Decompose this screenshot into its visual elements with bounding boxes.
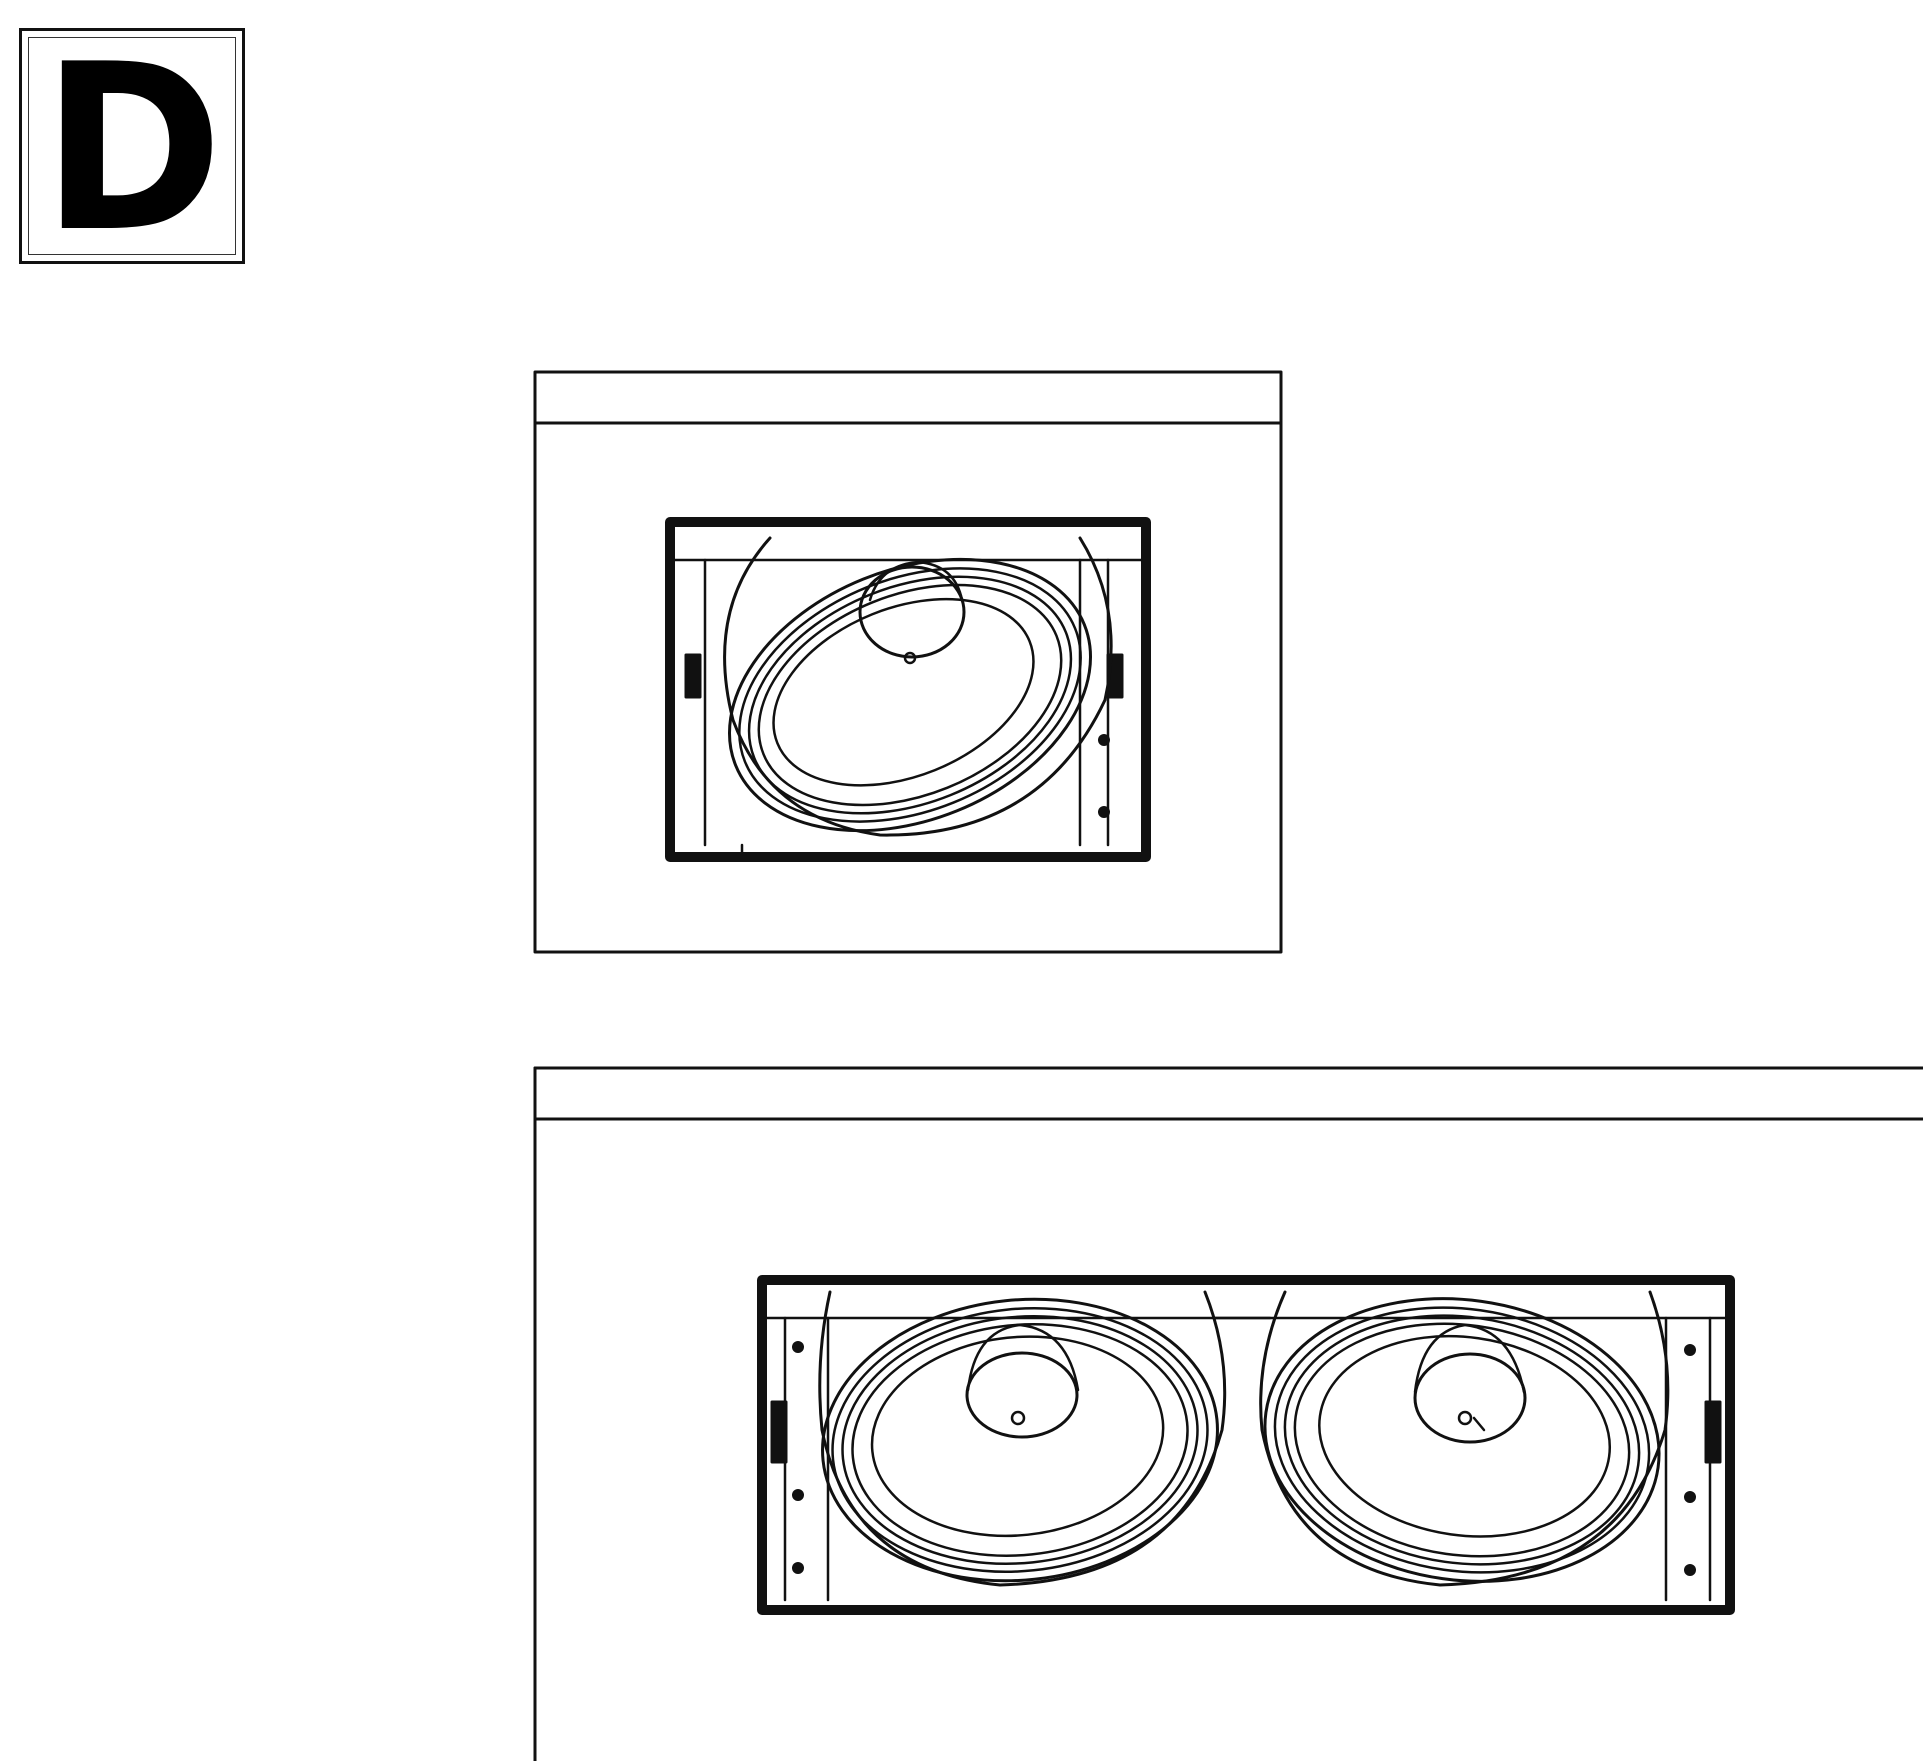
lamp-head-double-left: [818, 1290, 1227, 1587]
double-spotlight-figure: [533, 1066, 1923, 1761]
lamp-head-single: [723, 536, 1113, 837]
step-label-box: D: [19, 28, 245, 265]
ceiling-panel-single: [533, 370, 1283, 954]
lamp-head-double-right: [1259, 1290, 1670, 1587]
step-label-inner-frame: D: [28, 35, 236, 265]
single-spotlight-figure: [533, 370, 1283, 954]
step-letter: D: [41, 16, 223, 283]
ceiling-panel-double: [533, 1066, 1923, 1761]
